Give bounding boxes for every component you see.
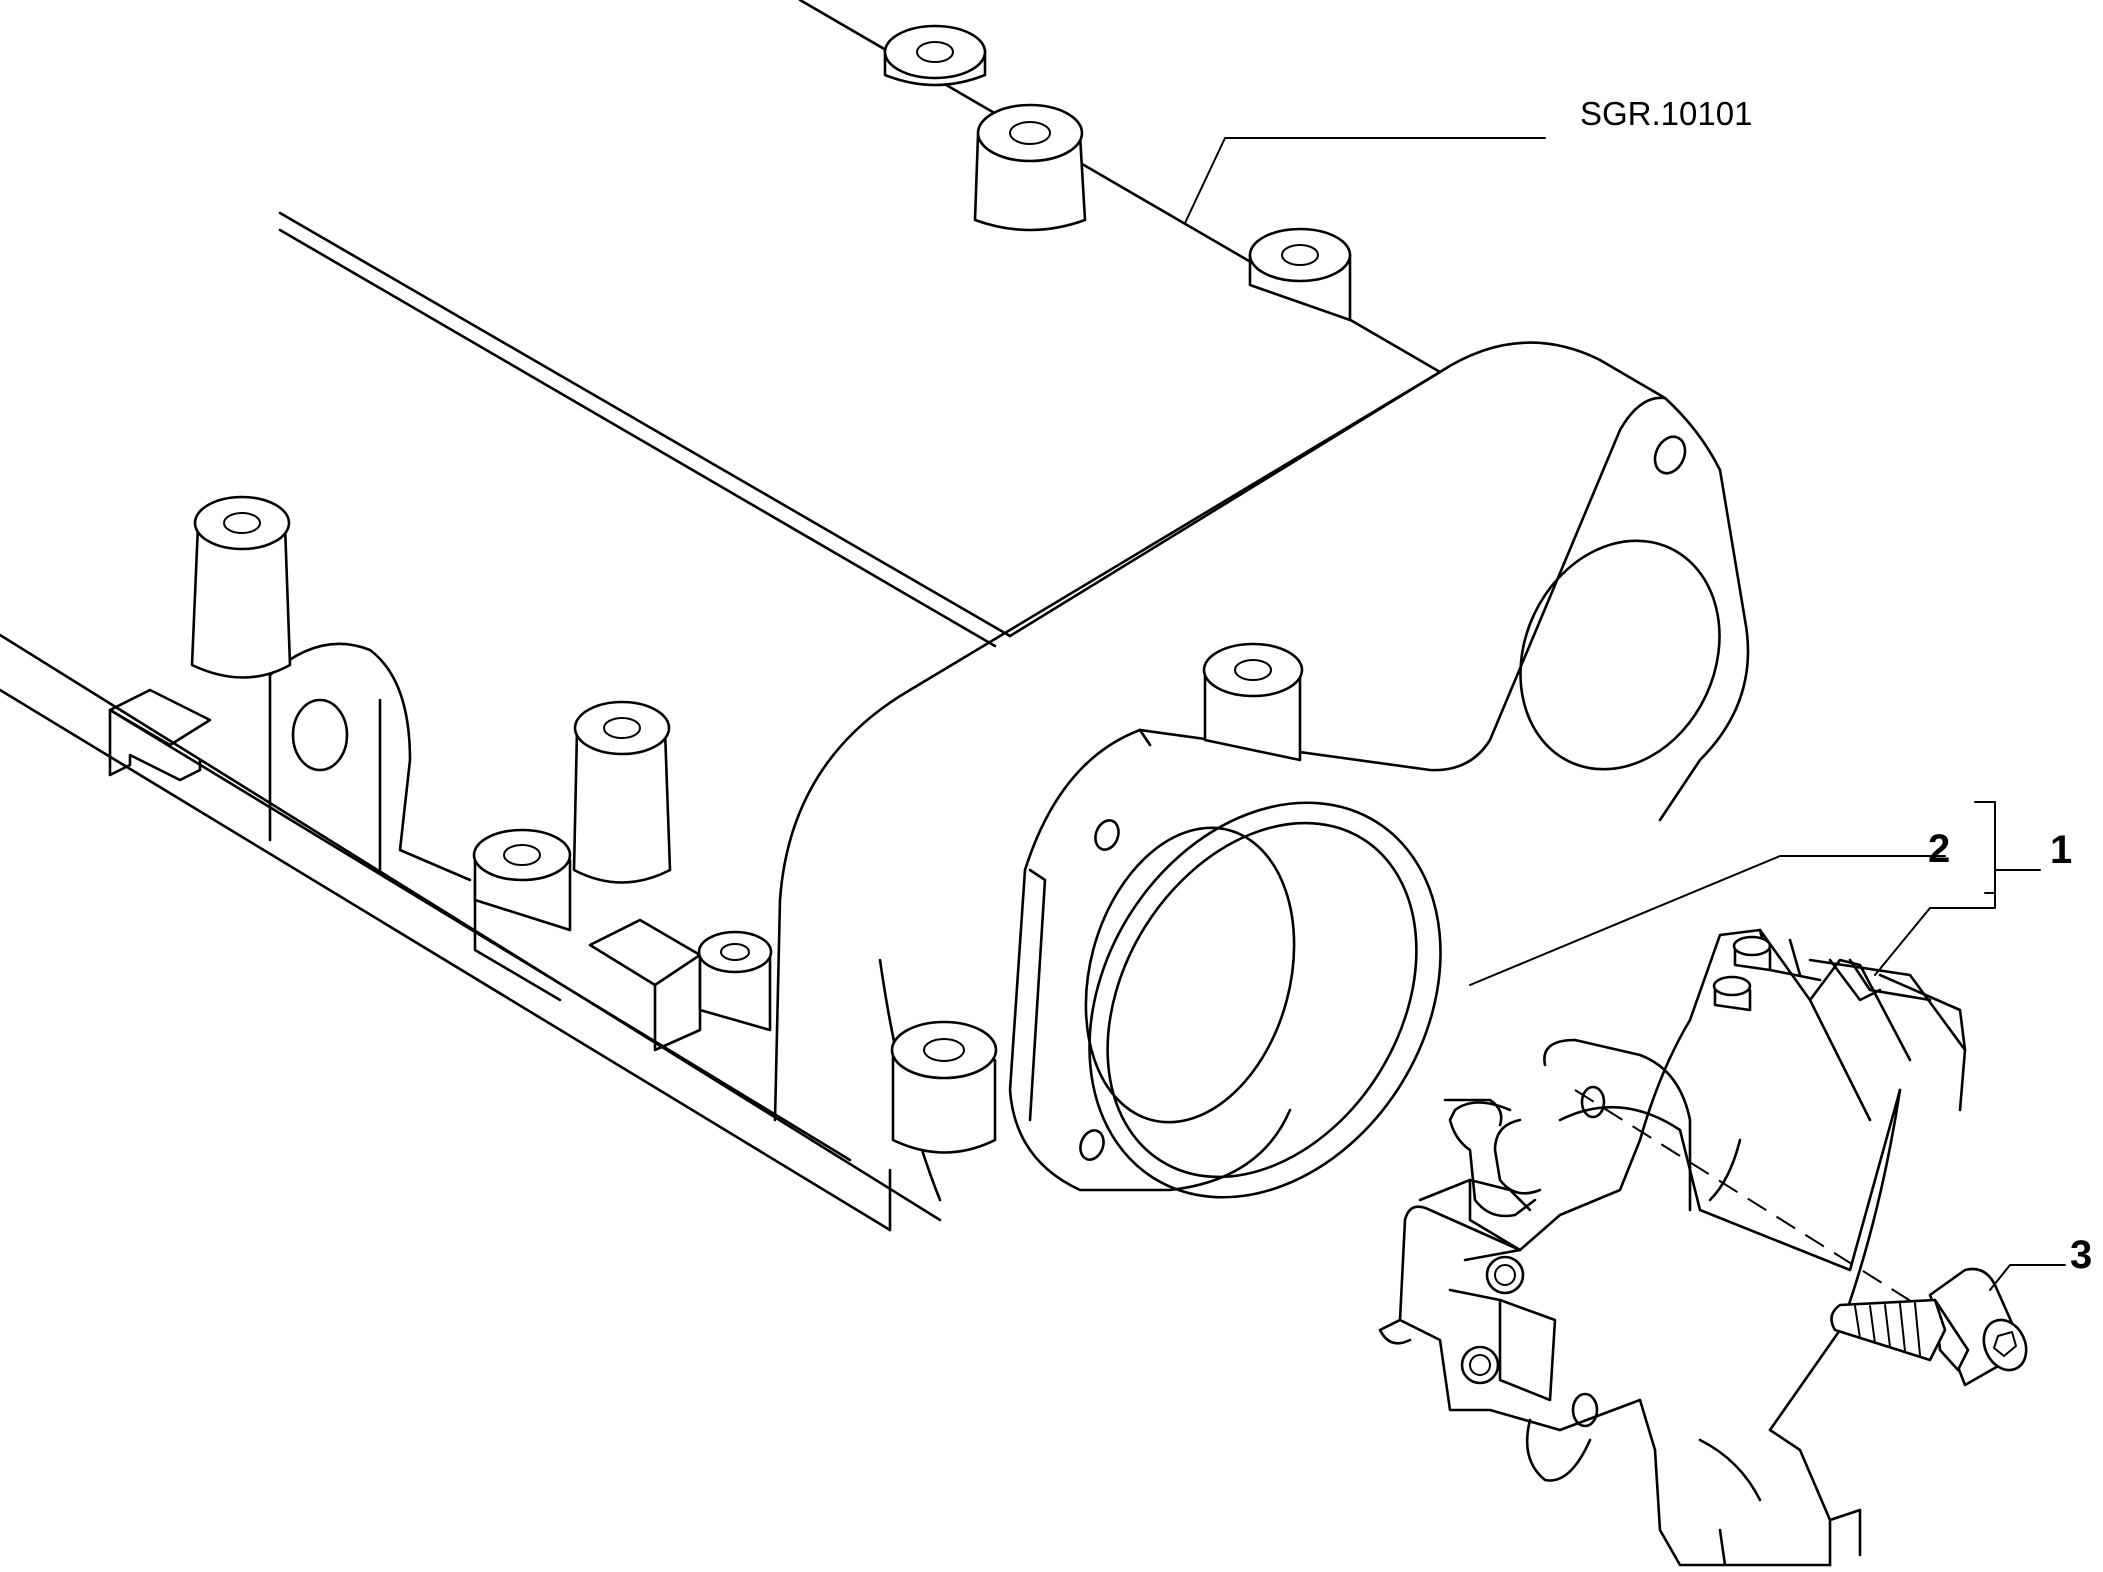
mounting-boss	[1202, 642, 1304, 762]
leader-lines	[1184, 137, 2066, 1291]
callout-number-1: 1	[2050, 828, 2072, 872]
mounting-boss	[190, 495, 292, 679]
mounting-boss	[472, 828, 572, 932]
gasket-seal	[1088, 801, 1442, 1199]
callout-number-2: 2	[1928, 827, 1950, 871]
mounting-boss	[890, 1020, 998, 1154]
intake-manifold	[0, 0, 1750, 1232]
mounting-boss	[973, 103, 1087, 232]
mounting-boss	[697, 930, 773, 1032]
throttle-body	[1378, 928, 1967, 1567]
screw	[1830, 1267, 2028, 1387]
mounting-boss	[572, 700, 672, 884]
mounting-boss	[883, 24, 987, 87]
mounting-boss	[1248, 227, 1352, 322]
callout-number-3: 3	[2070, 1233, 2092, 1277]
reference-code-label: SGR.10101	[1580, 95, 1752, 132]
